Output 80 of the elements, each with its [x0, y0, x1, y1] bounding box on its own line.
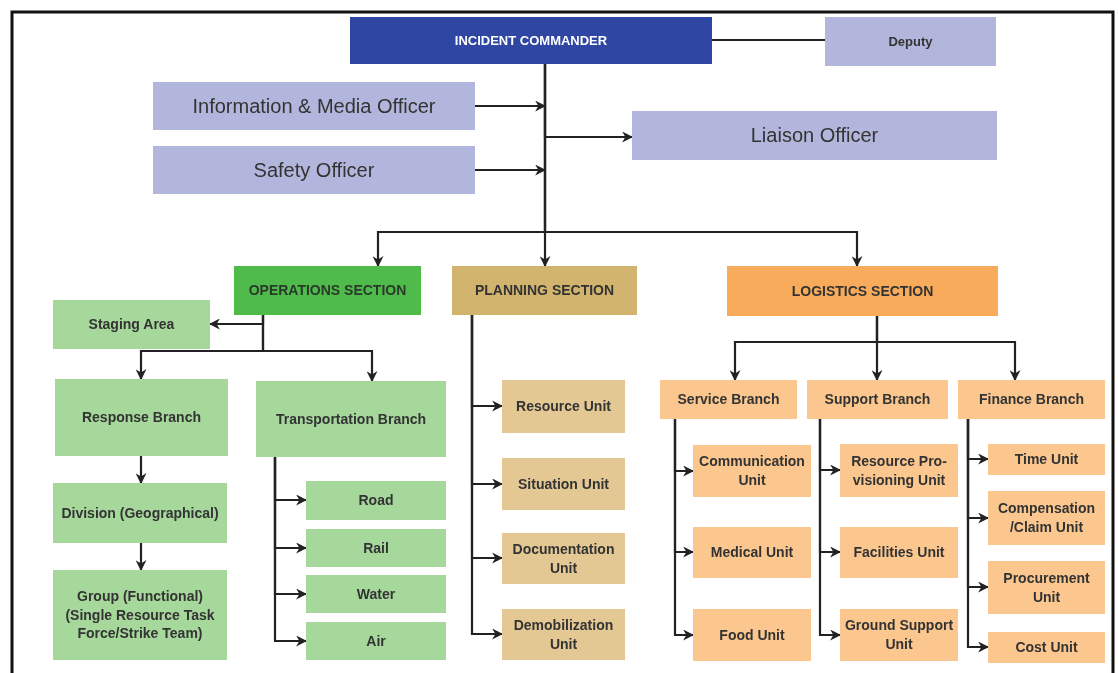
arrow [543, 64, 863, 268]
unit-box [840, 444, 958, 497]
node-label: Medical Unit [710, 543, 794, 562]
unit-box [988, 632, 1105, 663]
node-label: Division (Geographical) [61, 503, 219, 523]
node-label: Finance Branch [979, 390, 1084, 409]
officer-box [153, 146, 475, 194]
unit-box [53, 300, 210, 349]
node-label: Documentation Unit [511, 539, 616, 578]
node-label: Information & Media Officer [192, 93, 436, 119]
node-label: Resource Unit [516, 397, 611, 416]
unit-box [988, 491, 1105, 545]
node-label: Demobilization Unit [512, 615, 615, 654]
arrow [135, 456, 147, 485]
unit-box [53, 570, 227, 660]
node-label: Response Branch [81, 408, 201, 427]
node-label: Road [358, 491, 394, 510]
node-label: Service Branch [677, 390, 780, 409]
unit-box [502, 380, 625, 433]
section-box [727, 266, 998, 316]
unit-box [306, 529, 446, 567]
unit-box [306, 481, 446, 520]
node-label: Cost Unit [1015, 638, 1078, 657]
arrow [818, 419, 842, 641]
node-label: Time Unit [1014, 450, 1079, 469]
node-label: OPERATIONS SECTION [248, 281, 407, 300]
arrow [875, 316, 1021, 382]
unit-box [807, 380, 948, 419]
node-label: Resource Pro-visioning Unit [850, 451, 948, 490]
unit-box [55, 379, 228, 456]
unit-box [693, 527, 811, 578]
node-label: Safety Officer [253, 157, 375, 183]
arrow [673, 419, 695, 641]
officer-box [632, 111, 997, 160]
node-label: Staging Area [88, 315, 175, 334]
unit-box [840, 527, 958, 578]
unit-box [693, 445, 811, 497]
node-label: LOGISTICS SECTION [791, 281, 934, 301]
officer-box [825, 17, 996, 66]
commander-box [350, 17, 712, 64]
arrow [470, 315, 504, 640]
node-label: Food Unit [719, 625, 785, 645]
unit-box [502, 609, 625, 660]
unit-box [693, 609, 811, 661]
unit-box [53, 483, 227, 543]
unit-box [958, 380, 1105, 419]
node-label: Group (Functional) (Single Resource Task Force/Strike Team) [64, 586, 216, 644]
node-label: Support Branch [824, 390, 931, 409]
unit-box [988, 444, 1105, 475]
node-label: Situation Unit [518, 474, 609, 494]
arrow [135, 543, 147, 572]
unit-box [306, 622, 446, 660]
unit-box [256, 381, 446, 457]
node-label: Rail [363, 538, 389, 558]
officer-box [153, 82, 475, 130]
arrow [273, 457, 308, 647]
node-label: Ground Support Unit [844, 616, 954, 654]
section-box [234, 266, 421, 315]
unit-box [988, 561, 1105, 614]
unit-box [660, 380, 797, 419]
node-label: Deputy [888, 32, 933, 51]
unit-box [840, 609, 958, 661]
arrow [475, 164, 547, 176]
node-label: Liaison Officer [750, 123, 879, 148]
section-box [452, 266, 637, 315]
node-label: Compensation /Claim Unit [996, 499, 1097, 537]
arrow [475, 100, 547, 112]
node-label: Facilities Unit [853, 543, 945, 562]
node-label: Procurement Unit [1002, 568, 1091, 607]
node-label: Transportation Branch [275, 409, 427, 429]
node-label: INCIDENT COMMANDER [454, 31, 608, 50]
node-label: PLANNING SECTION [474, 281, 615, 300]
node-label: Communication Unit [698, 452, 806, 490]
unit-box [502, 533, 625, 584]
node-label: Water [356, 584, 396, 604]
unit-box [306, 575, 446, 613]
arrow [261, 315, 378, 383]
node-label: Air [366, 631, 386, 651]
unit-box [502, 458, 625, 510]
arrow [966, 419, 990, 653]
